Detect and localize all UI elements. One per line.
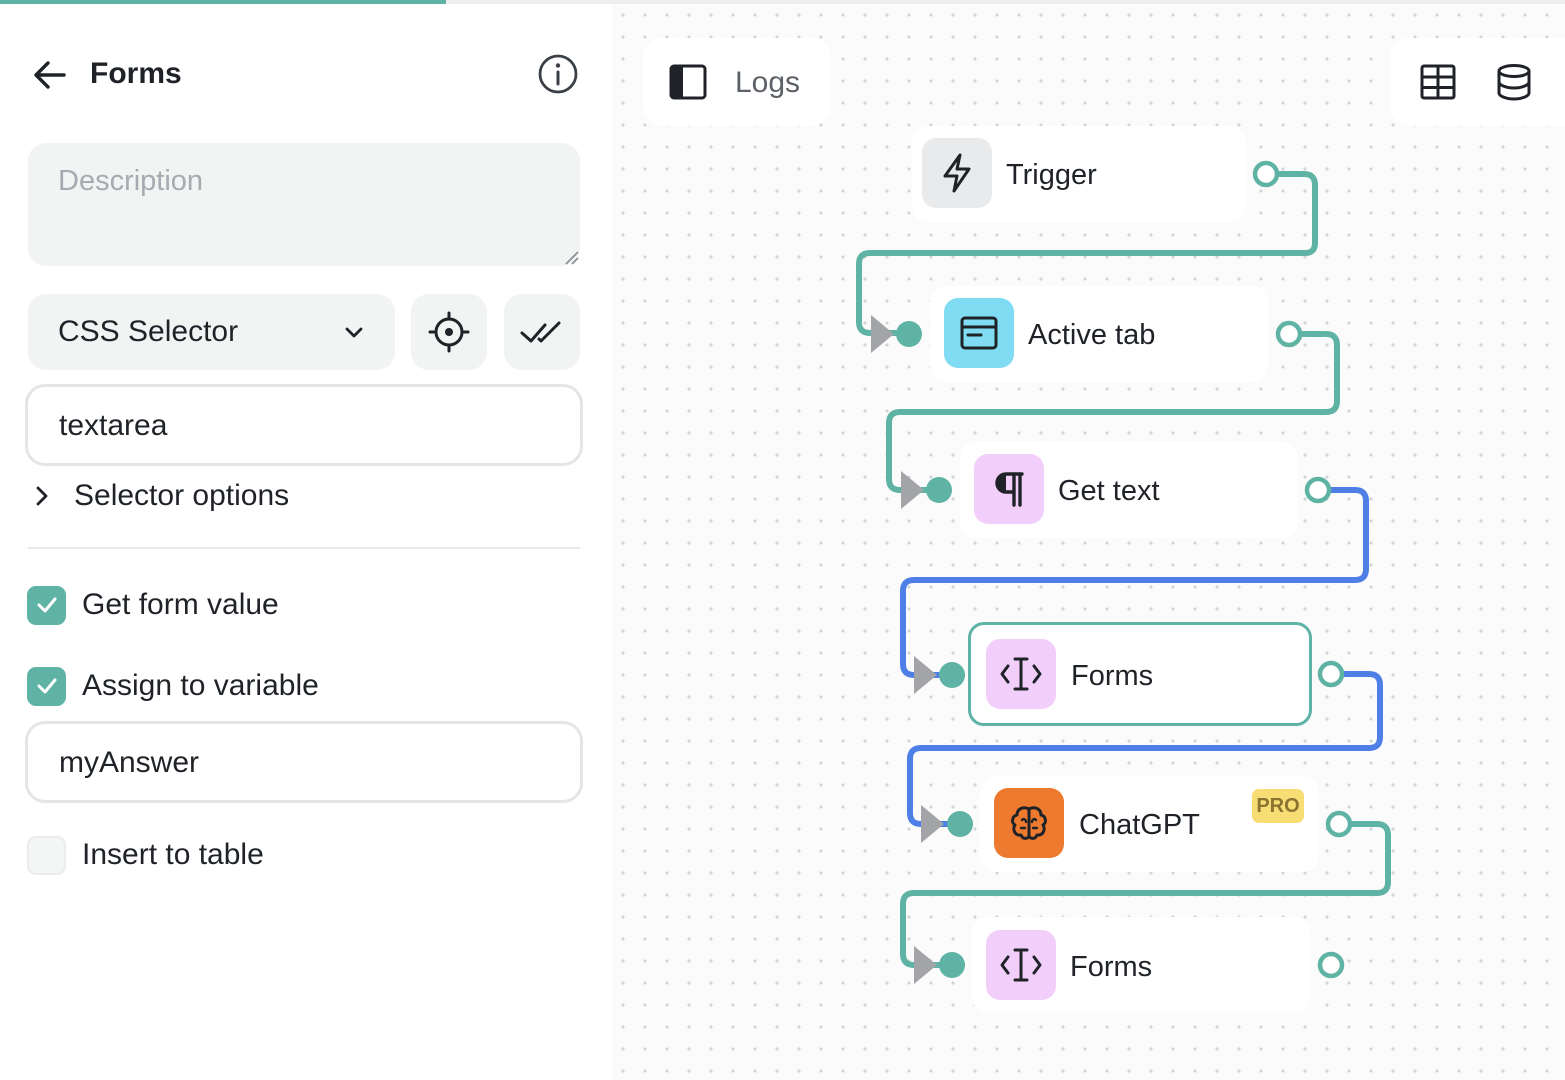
selector-type-select[interactable]: CSS Selector [28,294,395,370]
node-label: Active tab [1028,319,1156,351]
node-icon [922,138,992,208]
logs-button[interactable]: Logs [643,38,831,126]
sidebar-panel-icon [669,64,707,100]
bolt-icon [943,153,971,193]
variable-name-value: myAnswer [59,746,200,779]
node-forms-selected[interactable]: Forms [968,622,1312,726]
node-icon [944,298,1014,368]
checkmark-icon [37,597,56,613]
table-icon[interactable] [1418,62,1458,102]
node-label: ChatGPT [1079,809,1200,841]
info-icon[interactable] [536,52,580,96]
get-form-value-checkbox[interactable]: Get form value [27,585,279,625]
brain-icon [1011,806,1047,840]
selector-input-value: textarea [59,409,168,442]
node-active-tab[interactable]: Active tab [930,286,1268,382]
node-icon [986,930,1056,1000]
checkbox-box[interactable] [27,835,66,875]
text-cursor-icon [1000,948,1042,982]
checkbox-box[interactable] [27,666,66,706]
node-label: Forms [1070,951,1153,983]
checkbox-label: Assign to variable [82,669,319,702]
text-cursor-icon [1000,657,1042,691]
pro-badge: PRO [1252,789,1304,823]
pilcrow-icon [995,472,1024,507]
description-input[interactable] [28,143,580,266]
node-label: Forms [1071,660,1154,692]
checkbox-label: Insert to table [82,838,264,871]
variable-name-input[interactable]: myAnswer [25,721,583,803]
insert-table-checkbox[interactable]: Insert to table [27,835,264,875]
database-icon[interactable] [1494,62,1534,102]
arrow-left-icon[interactable] [30,55,70,95]
progress-fill [0,0,447,4]
divider [28,547,580,549]
checkbox-box[interactable] [27,585,66,625]
crosshair-icon [428,311,470,353]
node-forms[interactable]: Forms [972,917,1310,1013]
chevron-down-icon [345,327,363,338]
node-get-text[interactable]: Get text [960,442,1298,538]
chevron-right-icon [36,486,48,506]
selector-type-value: CSS Selector [58,315,239,348]
progress-bar [0,0,1565,4]
assign-variable-checkbox[interactable]: Assign to variable [27,666,319,706]
node-label: Trigger [1006,159,1097,191]
verify-selector-button[interactable] [504,294,580,370]
panel-title: Forms [90,57,182,90]
browser-window-icon [960,316,998,350]
selector-input[interactable]: textarea [25,384,583,466]
checkmark-icon [37,678,56,694]
node-icon [986,639,1056,709]
logs-label: Logs [735,66,801,99]
canvas-toolbar [1390,38,1565,126]
double-check-icon [520,321,561,343]
node-label: Get text [1058,475,1160,507]
selector-options-label: Selector options [74,479,290,512]
checkbox-label: Get form value [82,588,279,621]
node-icon [974,454,1044,524]
node-icon [994,788,1064,858]
node-trigger[interactable]: Trigger [912,126,1246,222]
select-element-button[interactable] [411,294,487,370]
selector-options-toggle[interactable]: Selector options [30,476,289,516]
